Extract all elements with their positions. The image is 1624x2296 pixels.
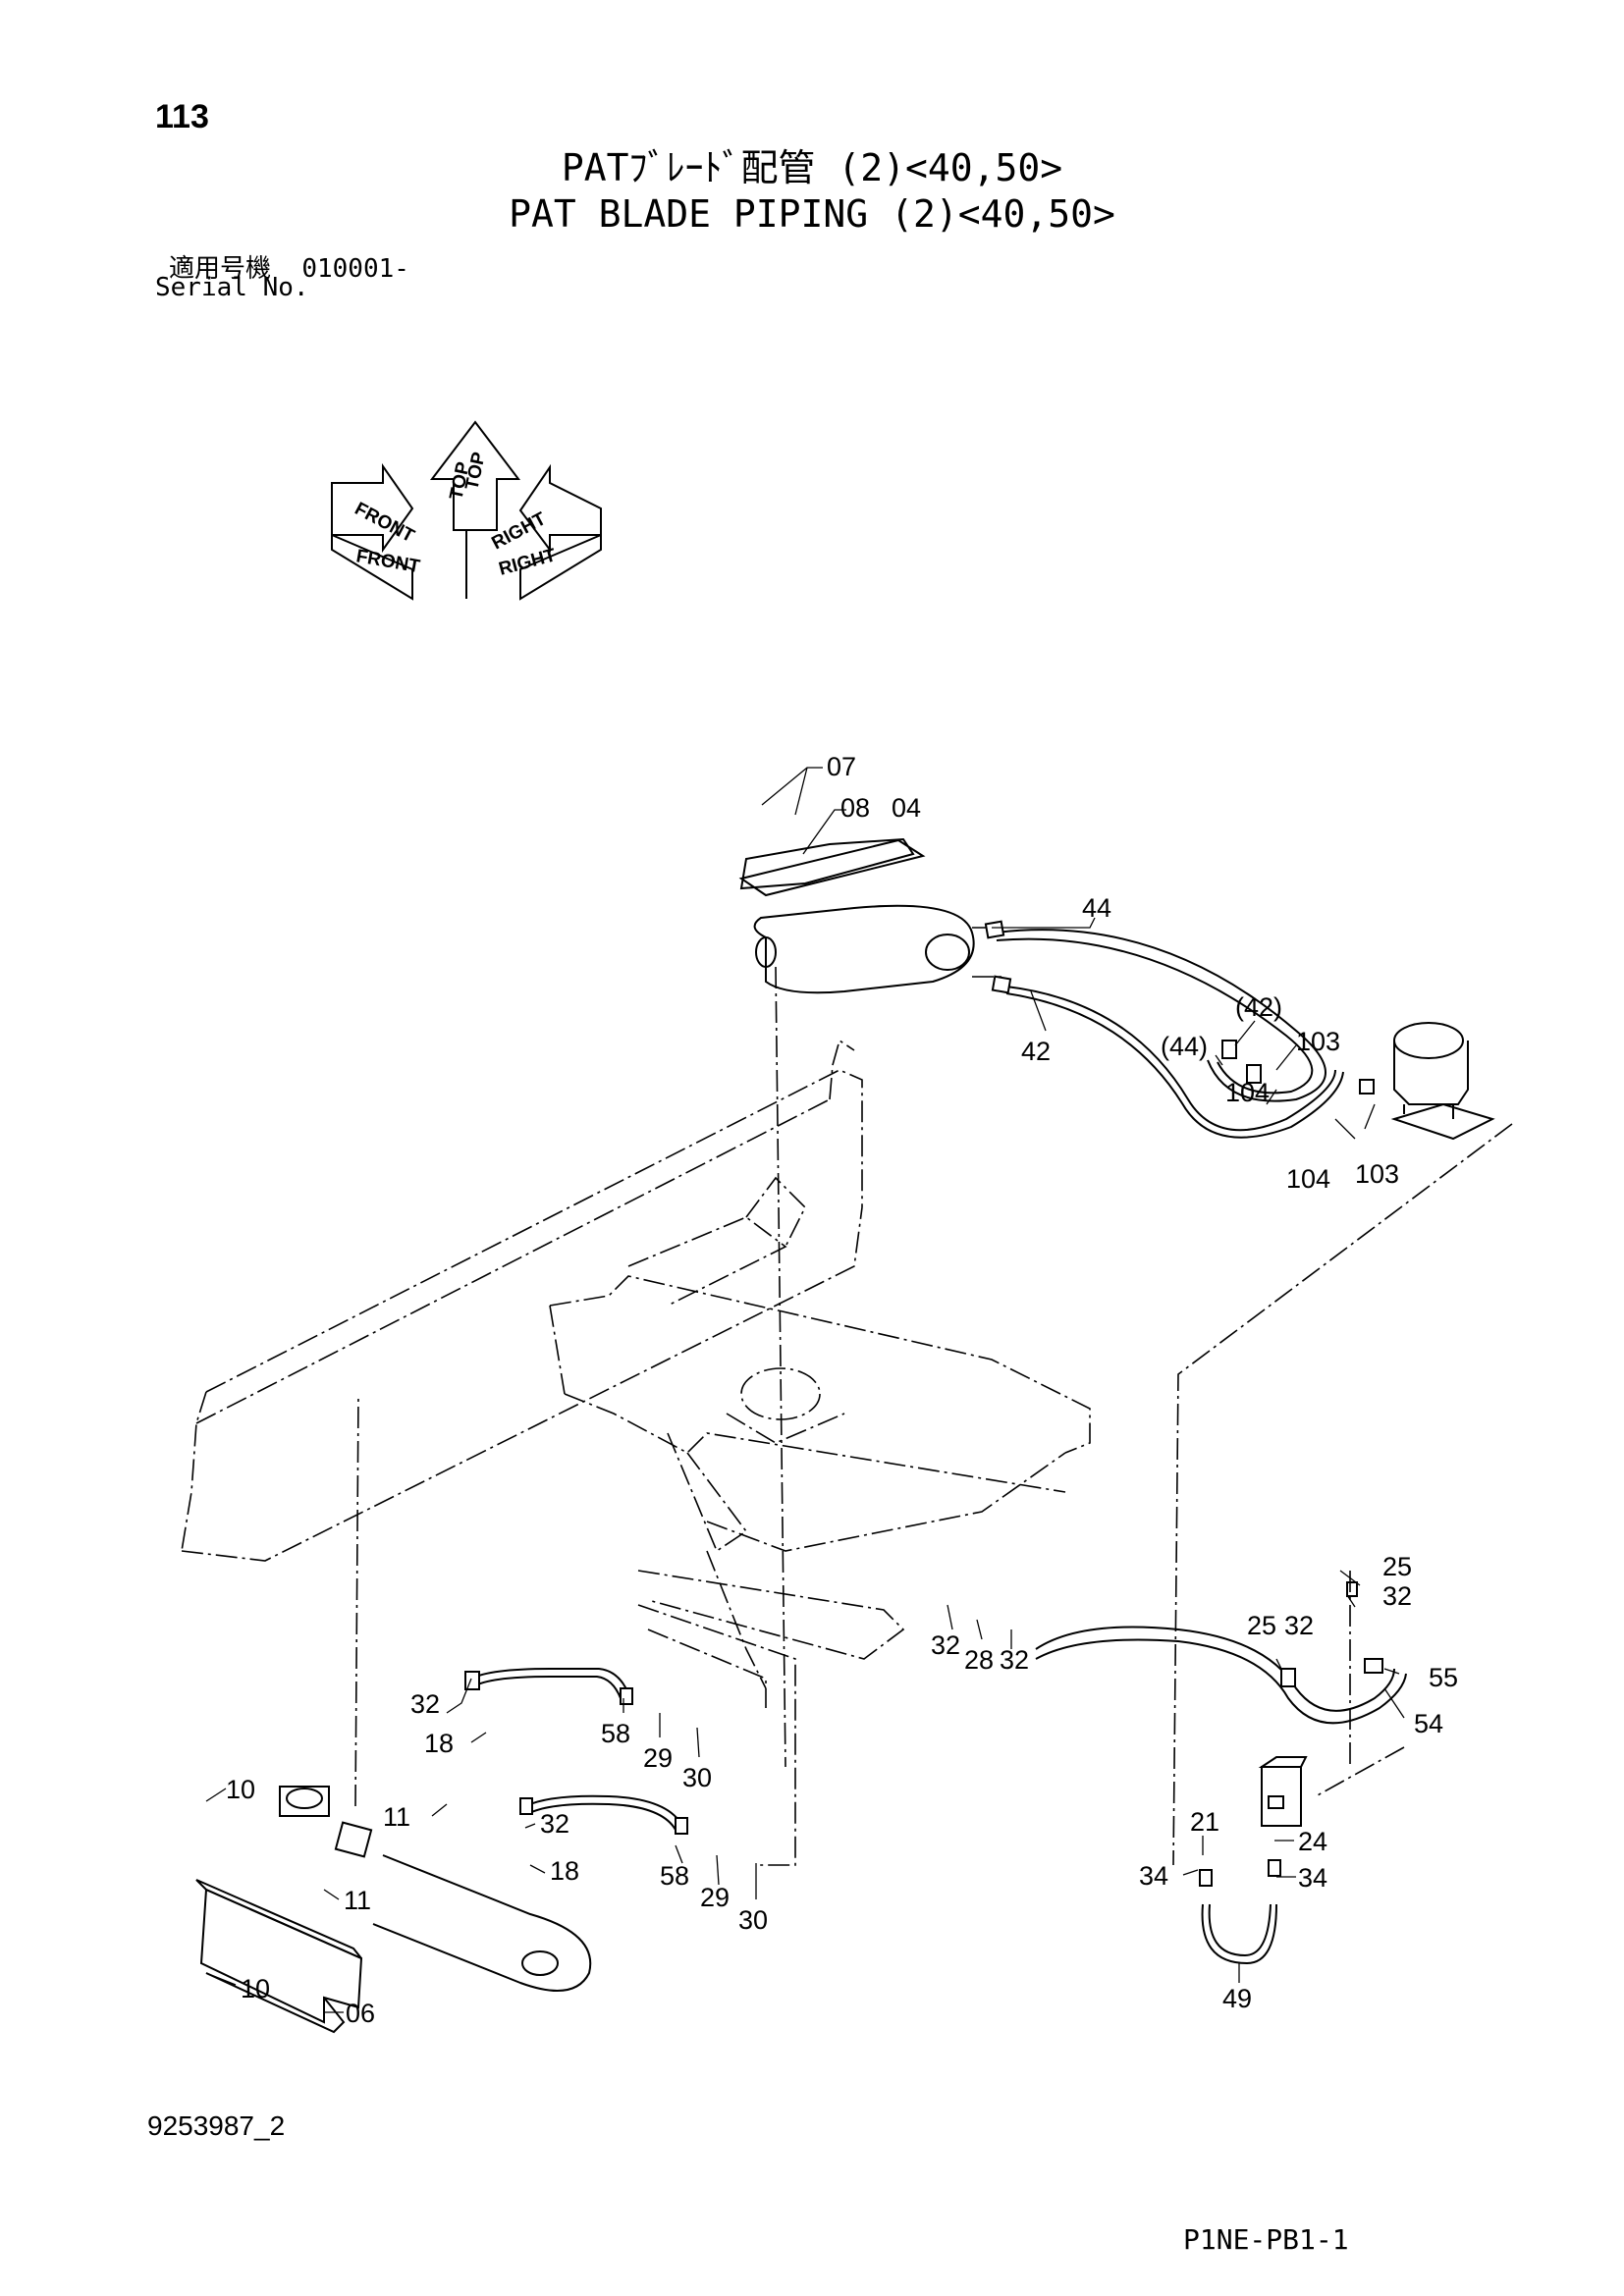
callout-06: 06 <box>346 1999 375 2028</box>
callout-58-lower: 58 <box>660 1861 689 1891</box>
callout-10-lower: 10 <box>241 1974 270 2003</box>
callout-42: 42 <box>1021 1037 1051 1066</box>
callout-24: 24 <box>1298 1827 1327 1856</box>
hose-58-upper <box>464 1668 633 1705</box>
callout-11-lower: 11 <box>344 1886 371 1915</box>
title-english: PAT BLADE PIPING (2)<40,50> <box>509 192 1115 236</box>
callout-103-upper: 103 <box>1296 1027 1340 1056</box>
callout-103-lower: 103 <box>1355 1159 1399 1189</box>
callout-30-upper: 30 <box>682 1763 712 1792</box>
callout-104-upper: 104 <box>1225 1078 1270 1107</box>
orientation-label-front: FRONT <box>354 546 421 577</box>
orientation-label-top-right: TOP <box>446 459 474 502</box>
callout-18-lower: 18 <box>550 1856 579 1886</box>
callout-44-ref: (44) <box>1161 1032 1208 1061</box>
callout-07: 07 <box>827 752 856 781</box>
drawing-number: 9253987_2 <box>147 2110 286 2141</box>
hose-54-55 <box>1035 1581 1407 1725</box>
phantom-leaders <box>354 966 1513 1866</box>
callout-55: 55 <box>1429 1663 1458 1692</box>
callout-04: 04 <box>892 793 921 823</box>
orientation-label-front-top: FRONT <box>352 499 418 547</box>
callout-21: 21 <box>1190 1807 1219 1837</box>
manifold-block <box>1258 1756 1308 1827</box>
callout-leaders <box>205 767 1405 2013</box>
callout-30-lower: 30 <box>738 1905 768 1935</box>
callout-32-hose-upper: 32 <box>410 1689 440 1719</box>
top-cylinder-assembly <box>738 837 1001 994</box>
title-japanese: PATﾌﾞﾚｰﾄﾞ配管 (2)<40,50> <box>561 146 1063 189</box>
callout-44: 44 <box>1082 893 1111 923</box>
callout-32-valve-b: 32 <box>1000 1645 1029 1675</box>
frame-phantom <box>549 1275 1091 1689</box>
blade-phantom <box>181 1039 863 1562</box>
callout-32-valve-a: 32 <box>931 1630 960 1660</box>
serial-label-japanese: 適用号機 <box>169 254 272 284</box>
callout-25-lower: 25 <box>1247 1611 1276 1640</box>
guard-06 <box>195 1879 363 2034</box>
callout-58-upper: 58 <box>601 1719 630 1748</box>
callout-25-upper: 25 <box>1382 1552 1412 1581</box>
callout-numbers: 07 08 04 44 42 (42) 103 (44) 104 104 103… <box>226 752 1458 2028</box>
callout-11-upper: 11 <box>383 1802 410 1832</box>
callout-28: 28 <box>964 1645 994 1675</box>
callout-49: 49 <box>1222 1984 1252 2013</box>
hose-58-lower <box>519 1794 688 1835</box>
callout-10-upper: 10 <box>226 1775 255 1804</box>
callout-32-upper: 32 <box>1382 1581 1412 1611</box>
callout-34-left: 34 <box>1139 1861 1168 1891</box>
serial-value: 010001- <box>301 254 409 284</box>
callout-42-ref: (42) <box>1235 992 1282 1022</box>
callout-54: 54 <box>1414 1709 1443 1738</box>
lower-cylinder <box>279 1786 592 1992</box>
serial-label-english: Serial No. <box>155 273 309 302</box>
blade-cylinder-phantom <box>627 1176 845 1444</box>
callout-32-hose-lower: 32 <box>540 1809 569 1839</box>
callout-18-upper: 18 <box>424 1729 454 1758</box>
callout-29-upper: 29 <box>643 1743 673 1773</box>
swivel-joint <box>1390 1022 1495 1141</box>
page-code: P1NE-PB1-1 <box>1183 2223 1349 2256</box>
orientation-indicator: FRONT FRONT TOP TOP RIGHT RIGHT <box>331 420 602 601</box>
orientation-label-right: RIGHT <box>497 545 559 580</box>
callout-34-right: 34 <box>1298 1863 1327 1893</box>
hose-44-42 <box>984 920 1375 1139</box>
callout-32-middle: 32 <box>1284 1611 1314 1640</box>
page-number: 113 <box>155 98 209 135</box>
callout-29-lower: 29 <box>700 1883 730 1912</box>
callout-08: 08 <box>840 793 870 823</box>
hose-49 <box>1199 1859 1281 1965</box>
serial-row-japanese: 適用号機 010001- <box>169 248 409 285</box>
callout-104-lower: 104 <box>1286 1164 1330 1194</box>
